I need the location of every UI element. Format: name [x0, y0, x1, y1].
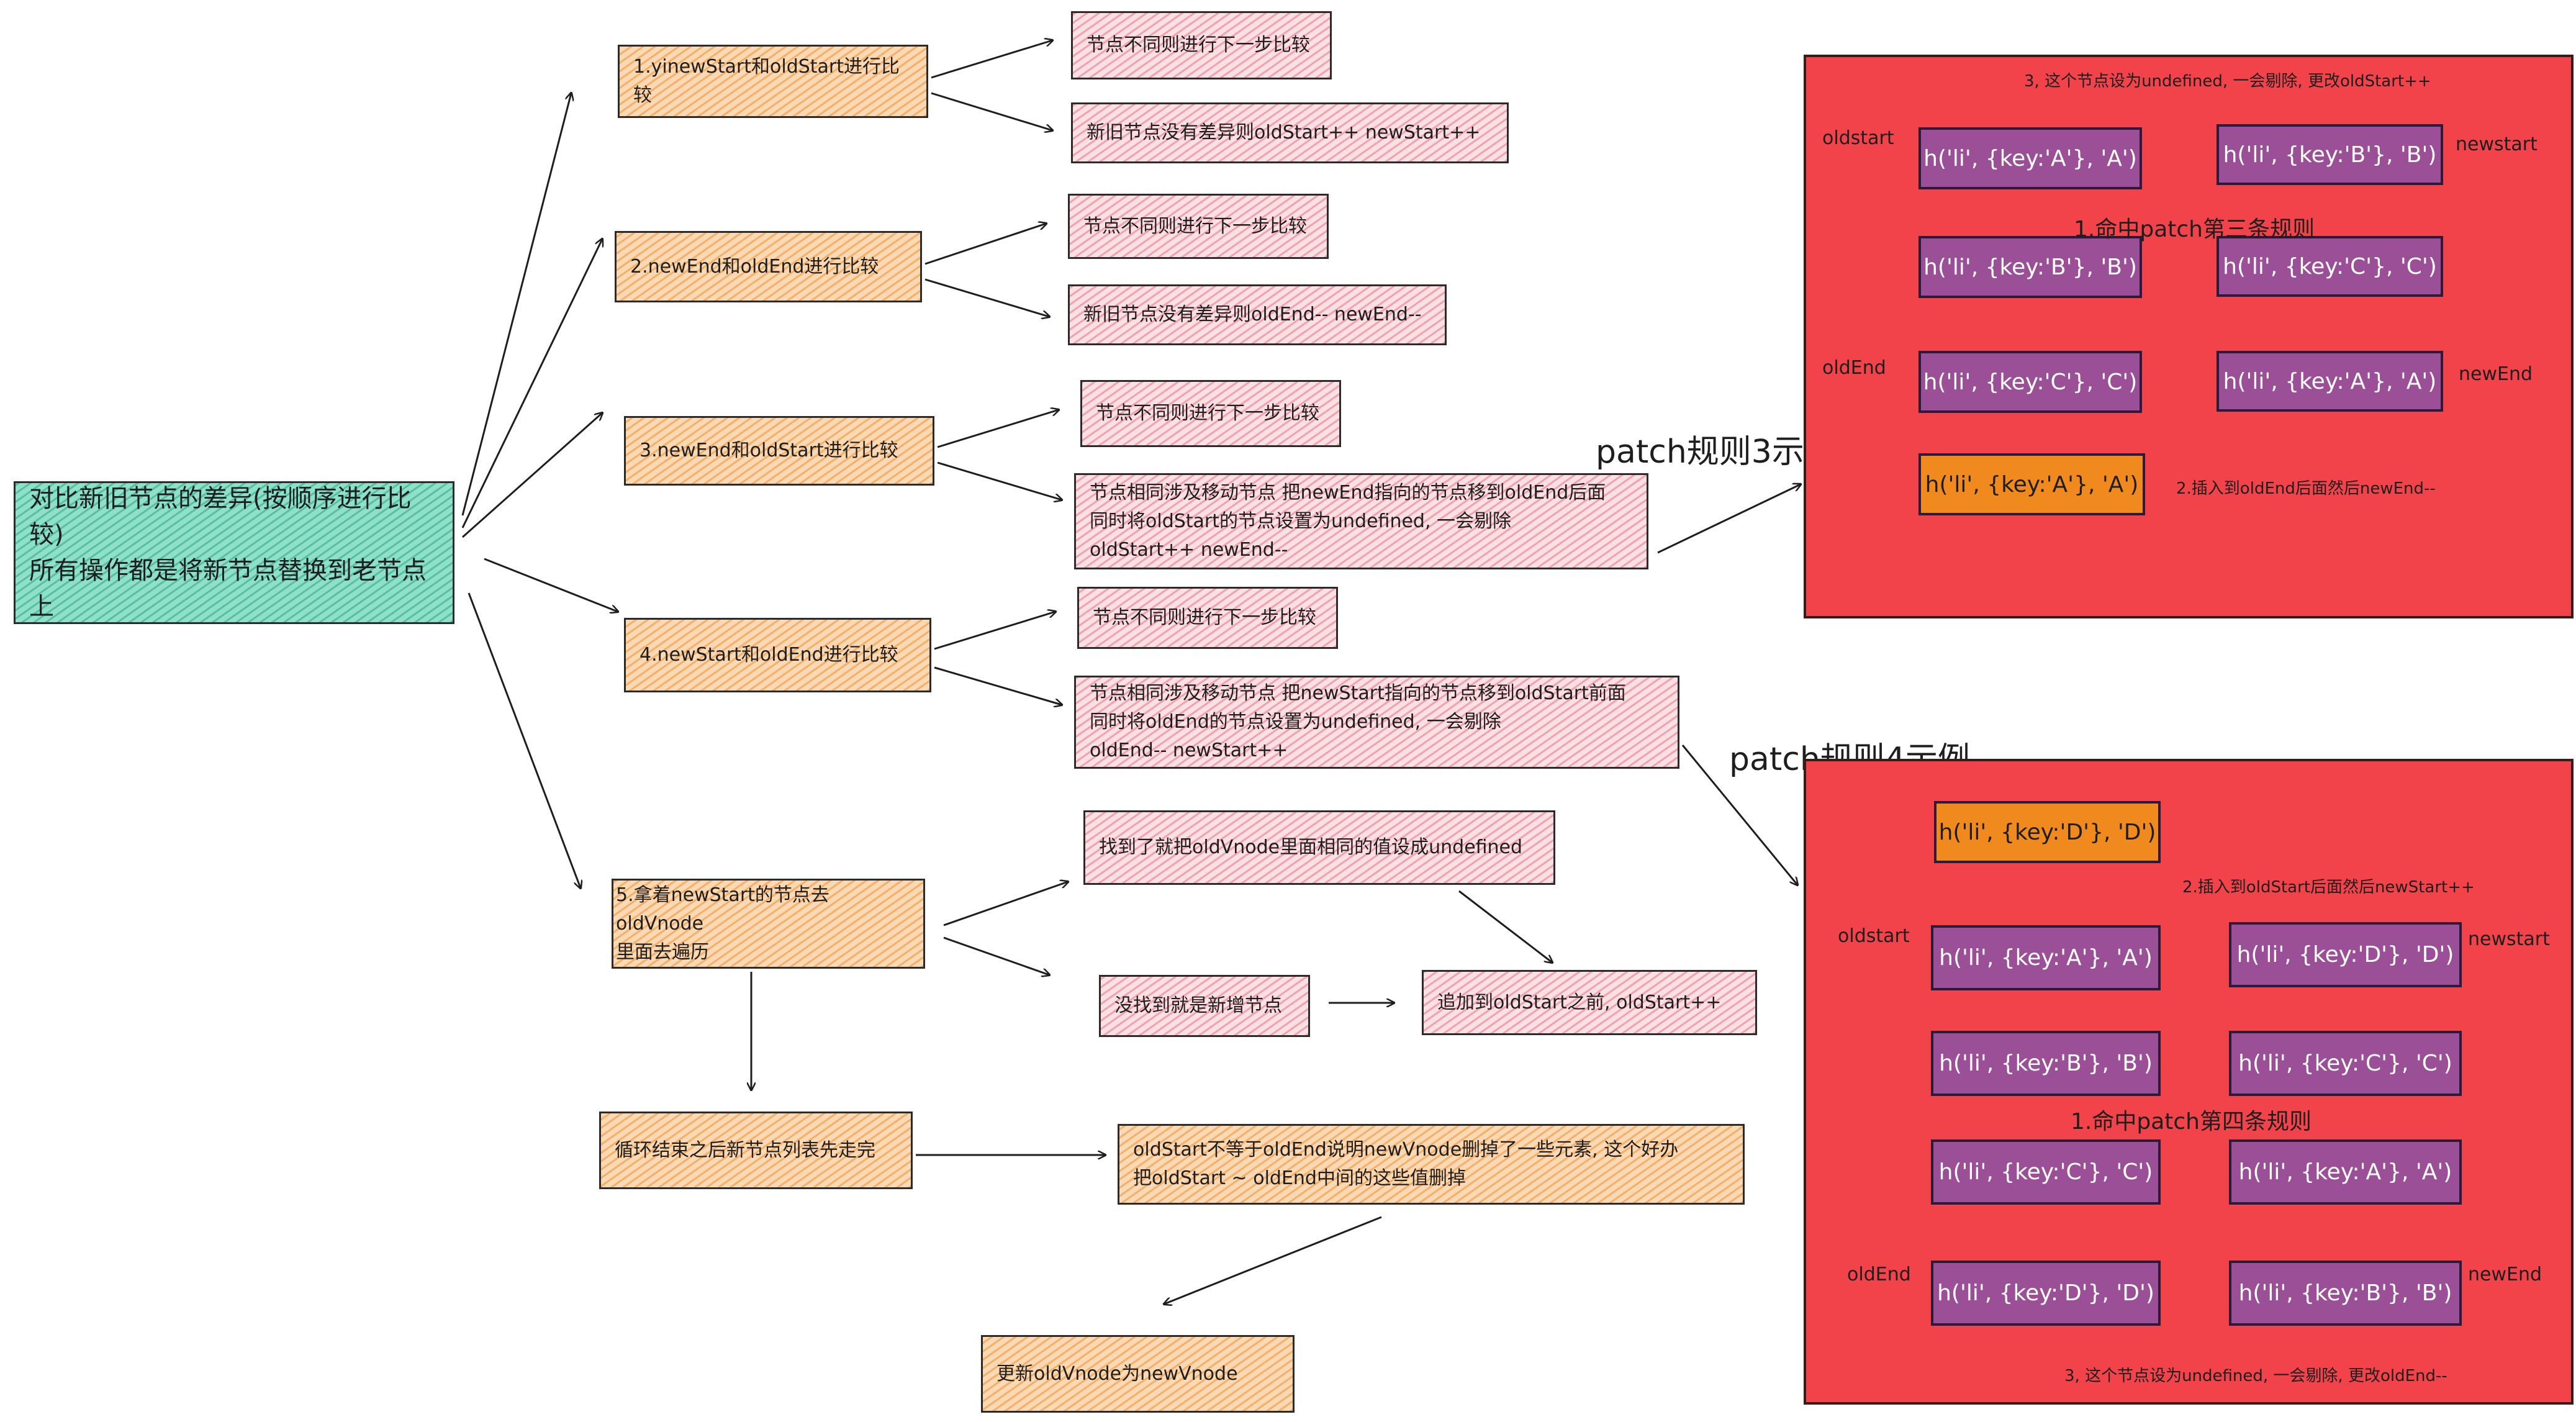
step-2-box: 2.newEnd和oldEnd进行比较	[615, 231, 922, 302]
root-box: 对比新旧节点的差异(按顺序进行比较) 所有操作都是将新节点替换到老节点上	[14, 481, 454, 624]
step-3-result-same-line-1: 节点相同涉及移动节点 把newEnd指向的节点移到oldEnd后面	[1090, 481, 1606, 504]
final-text: 更新oldVnode为newVnode	[997, 1362, 1238, 1385]
panel4-insert-note: 2.插入到oldStart后面然后newStart++	[2182, 878, 2475, 897]
final-box: 更新oldVnode为newVnode	[981, 1335, 1295, 1413]
step-1-label: 1.yinewStart和oldStart进行比较	[633, 56, 900, 106]
panel4-new-node-4: h('li', {key:'B'}, 'B')	[2229, 1261, 2462, 1326]
step-5-not-found-text: 没找到就是新增节点	[1114, 995, 1282, 1017]
step-5-found: 找到了就把oldVnode里面相同的值设成undefined	[1083, 810, 1555, 885]
panel3-title: patch规则3示例	[1596, 433, 1837, 471]
panel4-label-newend: newEnd	[2468, 1264, 2542, 1285]
step-3-label: 3.newEnd和oldStart进行比较	[639, 440, 898, 461]
step-2-result-same: 新旧节点没有差异则oldEnd-- newEnd--	[1068, 284, 1447, 345]
step-4-result-same: 节点相同涉及移动节点 把newStart指向的节点移到oldStart前面 同时…	[1074, 676, 1679, 769]
loop-result-box: oldStart不等于oldEnd说明newVnode删掉了一些元素, 这个好办…	[1118, 1124, 1745, 1205]
step-5-append: 追加到oldStart之前, oldStart++	[1422, 970, 1757, 1035]
panel3-old-node-3: h('li', {key:'C'}, 'C')	[1918, 351, 2142, 413]
panel3-label-newend: newEnd	[2459, 363, 2533, 385]
step-5-line-2: 里面去遍历	[616, 941, 709, 963]
step-4-result-same-line-1: 节点相同涉及移动节点 把newStart指向的节点移到oldStart前面	[1090, 682, 1626, 704]
step-2-result-same-text: 新旧节点没有差异则oldEnd-- newEnd--	[1083, 304, 1422, 325]
step-1-result-different: 节点不同则进行下一步比较	[1071, 11, 1332, 79]
panel3-label-newstart: newstart	[2456, 134, 2538, 155]
step-5-line-1: 5.拿着newStart的节点去oldVnode	[616, 884, 829, 935]
step-4-result-different: 节点不同则进行下一步比较	[1077, 587, 1338, 649]
step-1-result-same: 新旧节点没有差异则oldStart++ newStart++	[1071, 102, 1509, 163]
panel4-new-node-2: h('li', {key:'C'}, 'C')	[2229, 1031, 2462, 1096]
panel3-new-node-3: h('li', {key:'A'}, 'A')	[2217, 351, 2443, 412]
step-2-result-different-text: 节点不同则进行下一步比较	[1083, 215, 1307, 237]
panel3-label-oldstart: oldstart	[1822, 127, 1894, 149]
panel3-moved-node: h('li', {key:'A'}, 'A')	[1918, 453, 2145, 515]
panel4-label-oldstart: oldstart	[1838, 925, 1910, 947]
root-line-1: 对比新旧节点的差异(按顺序进行比较)	[29, 484, 412, 549]
panel4-label-newstart: newstart	[2468, 928, 2550, 950]
step-5-not-found: 没找到就是新增节点	[1099, 975, 1310, 1037]
root-line-2: 所有操作都是将新节点替换到老节点上	[29, 556, 427, 621]
loop-end-box: 循环结束之后新节点列表先走完	[599, 1112, 913, 1189]
step-3-result-same-line-2: 同时将oldStart的节点设置为undefined, 一会剔除	[1090, 510, 1512, 532]
step-1-result-same-text: 新旧节点没有差异则oldStart++ newStart++	[1087, 122, 1481, 143]
step-3-result-same: 节点相同涉及移动节点 把newEnd指向的节点移到oldEnd后面 同时将old…	[1074, 473, 1648, 569]
step-1-result-different-text: 节点不同则进行下一步比较	[1087, 34, 1310, 56]
step-3-result-same-line-3: oldStart++ newEnd--	[1090, 538, 1288, 561]
panel4-moved-node: h('li', {key:'D'}, 'D')	[1934, 801, 2161, 863]
panel3-note-top: 3, 这个节点设为undefined, 一会剔除, 更改oldStart++	[2024, 72, 2431, 91]
step-4-result-same-line-2: 同时将oldEnd的节点设置为undefined, 一会剔除	[1090, 711, 1501, 733]
loop-result-line-1: oldStart不等于oldEnd说明newVnode删掉了一些元素, 这个好办	[1133, 1139, 1679, 1161]
panel4-note-bottom: 3, 这个节点设为undefined, 一会剔除, 更改oldEnd--	[2064, 1367, 2447, 1385]
step-5-box: 5.拿着newStart的节点去oldVnode 里面去遍历	[612, 879, 925, 969]
panel4-old-node-1: h('li', {key:'A'}, 'A')	[1931, 925, 2161, 990]
panel4-old-node-4: h('li', {key:'D'}, 'D')	[1931, 1261, 2161, 1326]
panel4-rule: 1.命中patch第四条规则	[2071, 1109, 2312, 1134]
step-5-append-text: 追加到oldStart之前, oldStart++	[1437, 991, 1722, 1013]
panel3-new-node-1: h('li', {key:'B'}, 'B')	[2217, 124, 2443, 185]
step-5-found-text: 找到了就把oldVnode里面相同的值设成undefined	[1099, 836, 1523, 858]
panel3-rule: 1.命中patch第三条规则	[2074, 217, 2315, 242]
panel3-label-oldend: oldEnd	[1822, 357, 1886, 379]
step-4-result-same-line-3: oldEnd-- newStart++	[1090, 740, 1288, 761]
panel4-new-node-1: h('li', {key:'D'}, 'D')	[2229, 922, 2462, 987]
step-3-result-different-text: 节点不同则进行下一步比较	[1096, 402, 1319, 424]
panel4-label-oldend: oldEnd	[1847, 1264, 1911, 1285]
panel3-old-node-2: h('li', {key:'B'}, 'B')	[1918, 236, 2142, 298]
step-3-result-different: 节点不同则进行下一步比较	[1080, 380, 1341, 447]
step-4-result-different-text: 节点不同则进行下一步比较	[1093, 607, 1316, 628]
panel3-old-node-1: h('li', {key:'A'}, 'A')	[1918, 127, 2142, 189]
step-4-box: 4.newStart和oldEnd进行比较	[624, 618, 931, 692]
panel4-old-node-3: h('li', {key:'C'}, 'C')	[1931, 1139, 2161, 1205]
step-3-box: 3.newEnd和oldStart进行比较	[624, 416, 934, 486]
step-4-label: 4.newStart和oldEnd进行比较	[639, 644, 898, 666]
step-2-label: 2.newEnd和oldEnd进行比较	[630, 255, 879, 278]
step-1-box: 1.yinewStart和oldStart进行比较	[618, 45, 928, 118]
panel4-old-node-2: h('li', {key:'B'}, 'B')	[1931, 1031, 2161, 1096]
panel4-new-node-3: h('li', {key:'A'}, 'A')	[2229, 1139, 2462, 1205]
loop-result-line-2: 把oldStart ~ oldEnd中间的这些值删掉	[1133, 1167, 1466, 1189]
loop-end-text: 循环结束之后新节点列表先走完	[615, 1139, 875, 1161]
step-2-result-different: 节点不同则进行下一步比较	[1068, 194, 1329, 259]
panel3-new-node-2: h('li', {key:'C'}, 'C')	[2217, 236, 2443, 297]
panel3-insert-note: 2.插入到oldEnd后面然后newEnd--	[2176, 479, 2436, 498]
